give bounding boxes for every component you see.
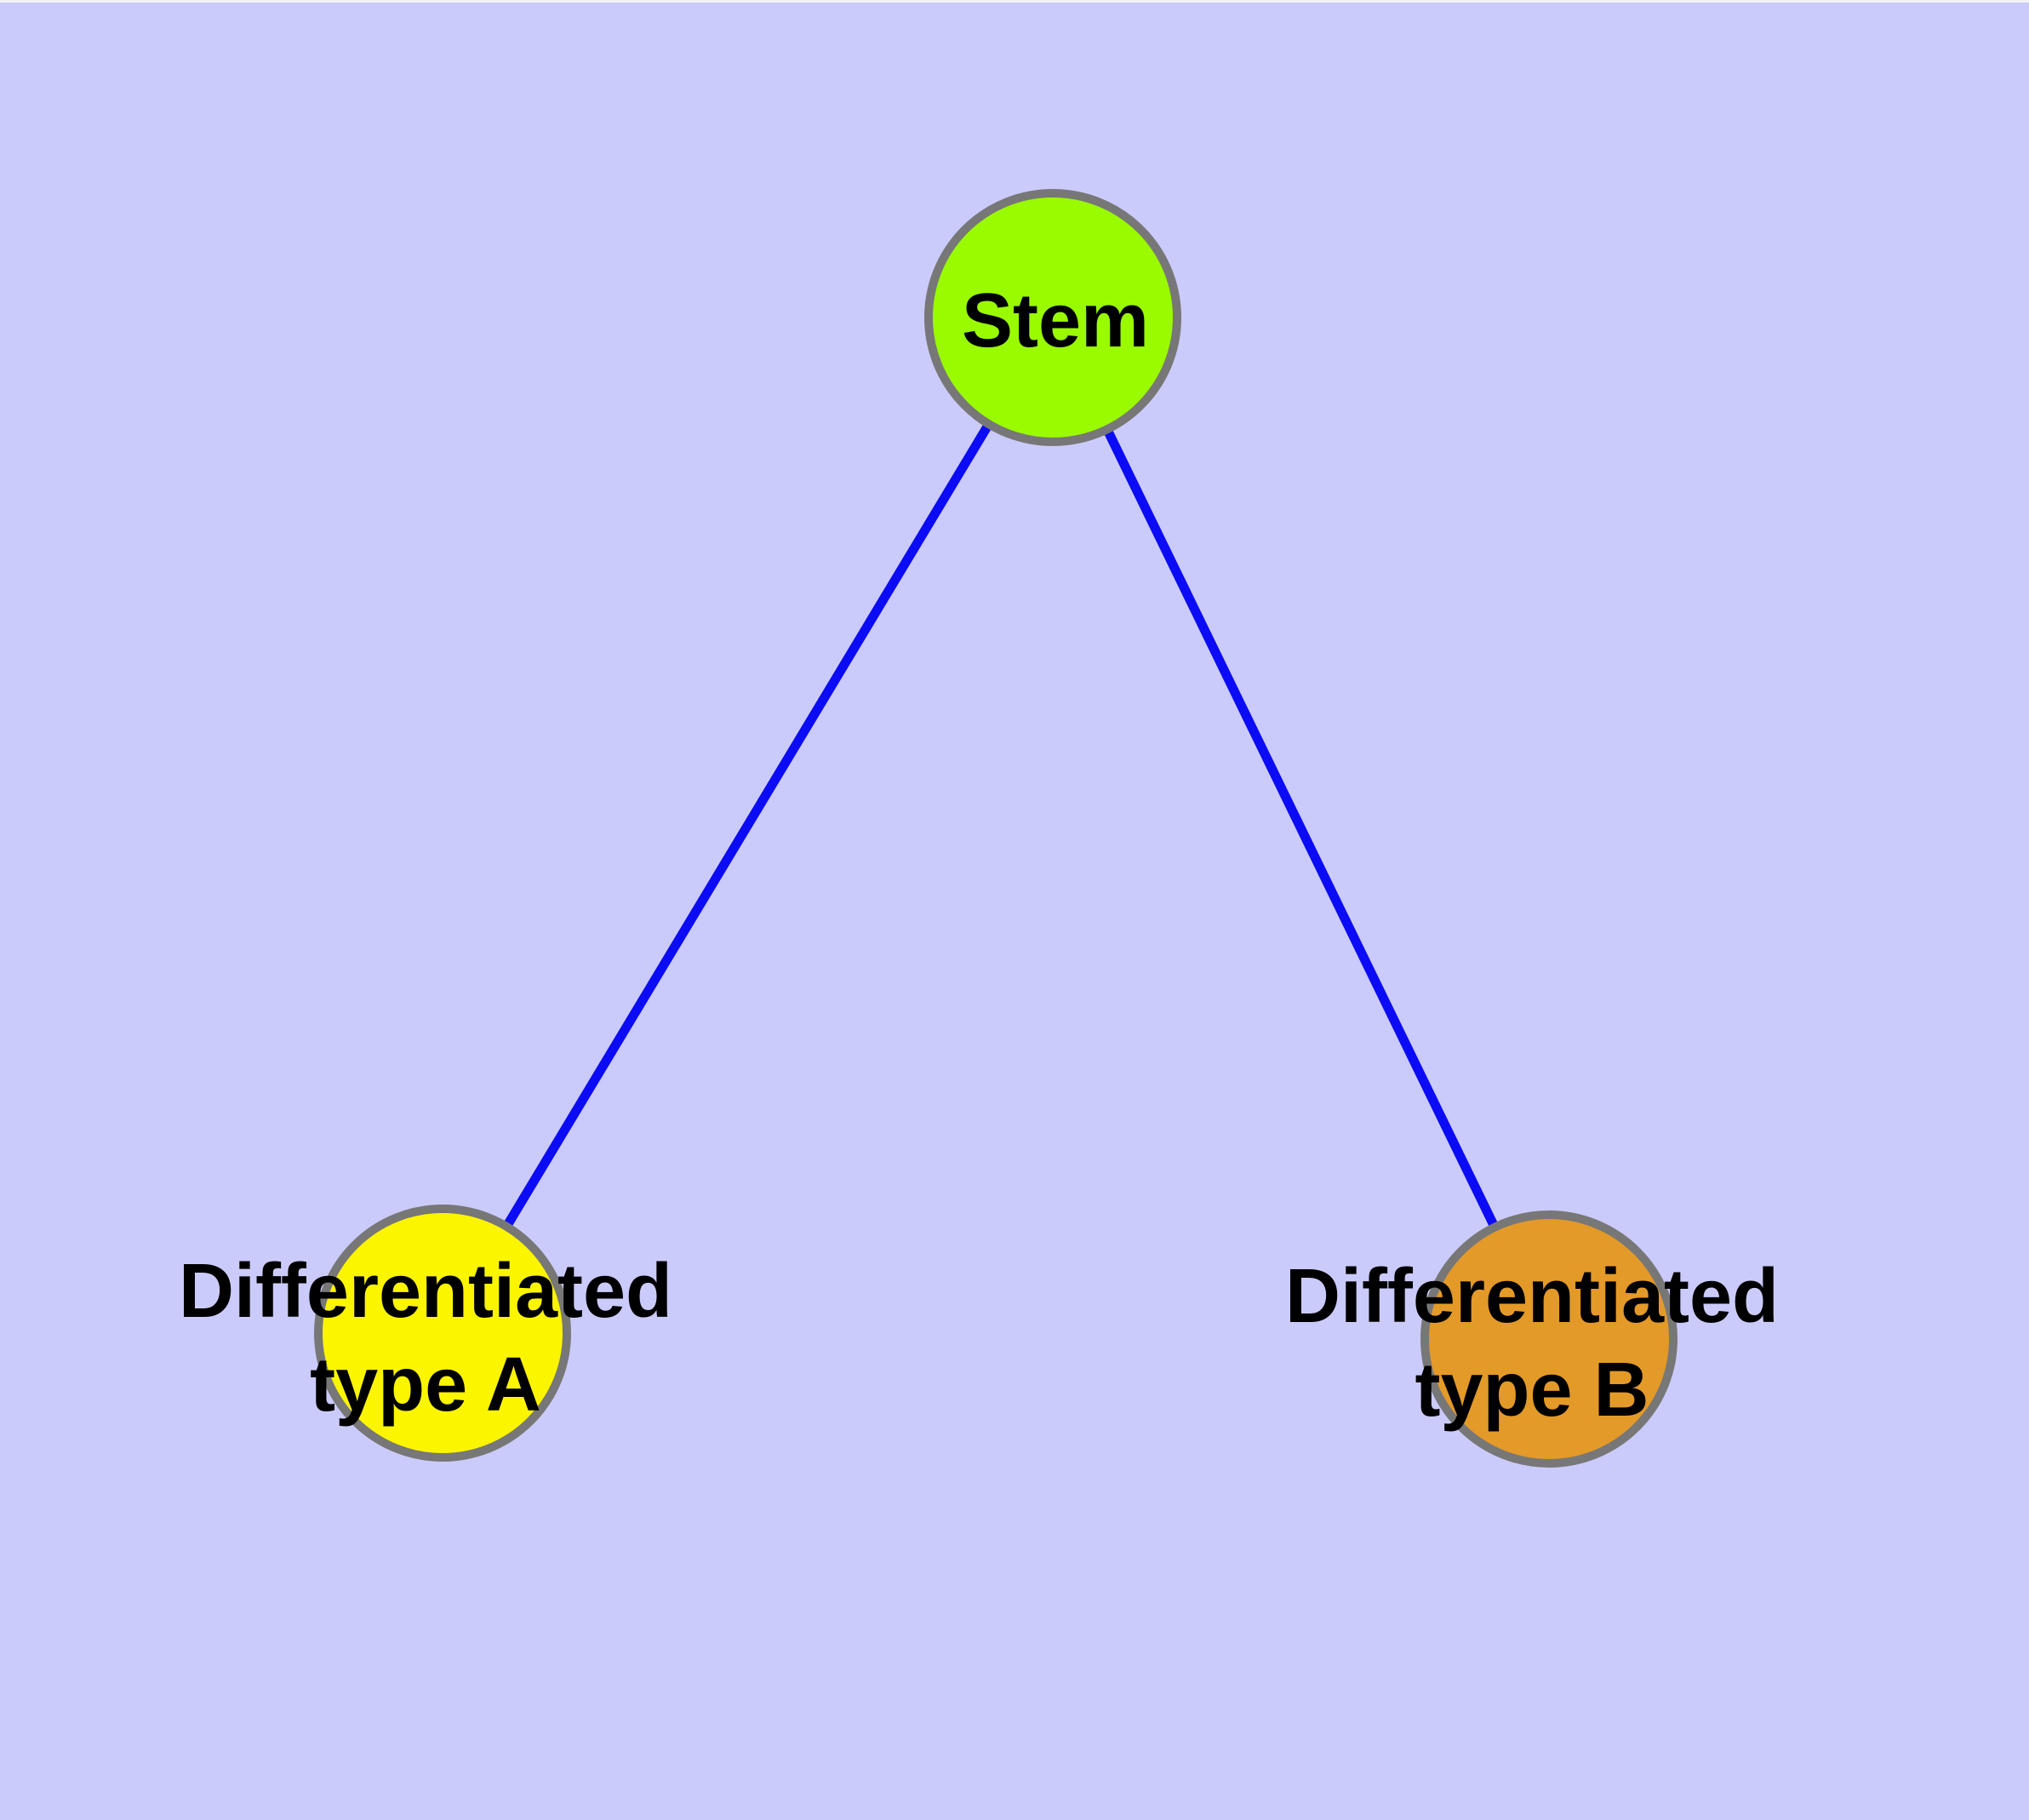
type-b-node-label-line2: type B: [1415, 1348, 1649, 1433]
type-a-node: [314, 1205, 571, 1462]
type-b-node-label-line1: Differentiated: [1285, 1254, 1779, 1339]
edge-stem-to-type-b: [1049, 315, 1553, 1342]
type-a-node-label-line1: Differentiated: [179, 1249, 672, 1334]
type-b-node: [1420, 1210, 1677, 1468]
type-a-node-label-line2: type A: [310, 1342, 541, 1428]
stem-node: [924, 189, 1181, 446]
window-top-edge: [0, 0, 2029, 3]
edge-stem-to-type-a: [438, 315, 1057, 1336]
stem-node-label: Stem: [962, 278, 1149, 363]
